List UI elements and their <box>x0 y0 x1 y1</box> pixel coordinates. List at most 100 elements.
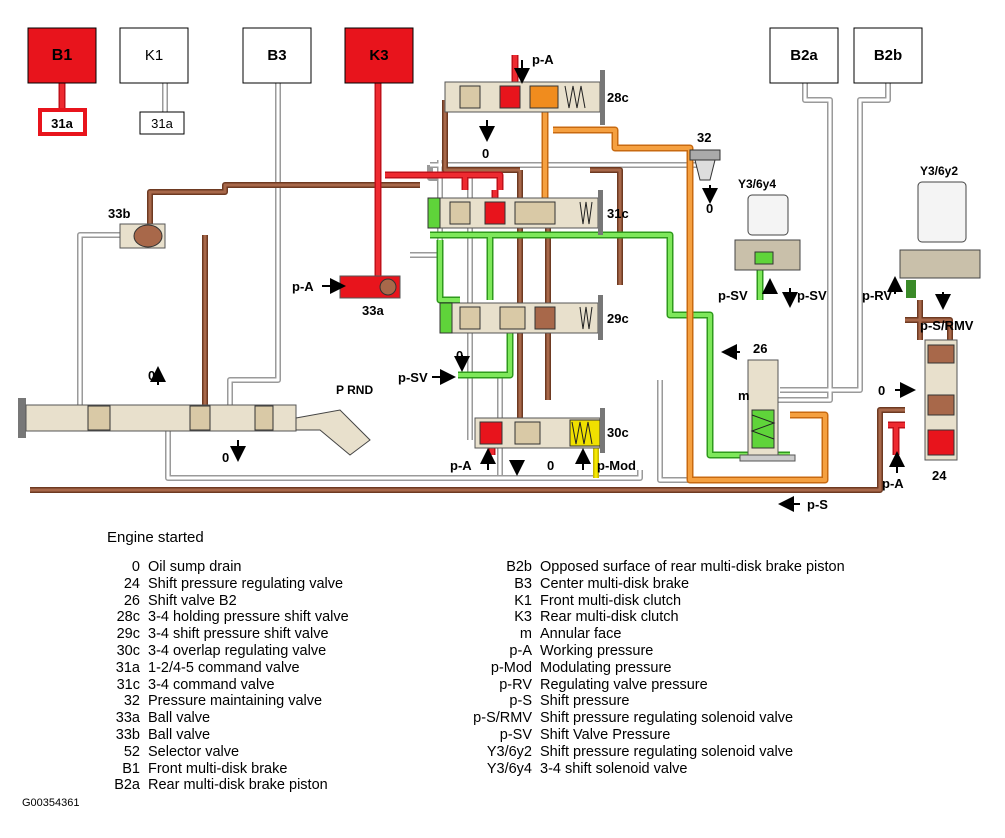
legend-description: 3-4 command valve <box>148 676 275 693</box>
legend-row: 28c 3-4 holding pressure shift valve <box>90 609 349 626</box>
valve-24 <box>924 339 958 461</box>
label-0-h: 0 <box>514 458 521 473</box>
legend-description: Annular face <box>540 626 622 643</box>
legend-description: Opposed surface of rear multi-disk brake… <box>540 559 845 575</box>
label-32: 32 <box>697 130 711 145</box>
legend-key: p-A <box>509 642 532 659</box>
legend-description: Shift Valve Pressure <box>540 726 671 743</box>
legend-right-column: B2b Opposed surface of rear multi-disk br… <box>440 559 845 778</box>
legend-key: 0 <box>131 559 140 575</box>
legend-key: 26 <box>123 592 140 609</box>
legend-description: Front multi-disk brake <box>148 760 288 777</box>
label-B3: B3 <box>267 47 286 64</box>
label-pSV-left: p-SV <box>398 370 428 385</box>
legend-key: 33b <box>115 726 140 743</box>
label-pA-24: p-A <box>882 476 904 491</box>
label-0-b: 0 <box>706 201 713 216</box>
legend-key: 32 <box>123 693 140 710</box>
valve-32 <box>689 149 721 181</box>
legend-key: p-Mod <box>490 659 532 676</box>
reference-code: G00354361 <box>22 797 80 809</box>
legend-description: Pressure maintaining valve <box>148 693 323 710</box>
legend-description: Working pressure <box>540 642 654 659</box>
legend-key: B2a <box>114 777 140 794</box>
legend-row: B2b Opposed surface of rear multi-disk br… <box>440 559 845 576</box>
label-29c: 29c <box>607 311 629 326</box>
label-pMod: p-Mod <box>597 458 636 473</box>
label-0-g: 0 <box>222 450 229 465</box>
legend-key: B2b <box>506 559 532 575</box>
diagram-labels: B1 31a K1 31a B3 K3 B2a B2b p-A 28c 0 32… <box>51 47 974 512</box>
legend-key: K3 <box>514 609 532 626</box>
legend-row: p-SV Shift Valve Pressure <box>440 727 845 744</box>
legend-key: 28c <box>116 609 140 626</box>
legend-row: B1 Front multi-disk brake <box>90 761 349 778</box>
legend-row: 32 Pressure maintaining valve <box>90 693 349 710</box>
valve-28c <box>444 70 605 125</box>
solenoid-y3-6y2 <box>899 181 981 298</box>
legend-description: 1-2/4-5 command valve <box>148 659 300 676</box>
legend-row: p-RV Regulating valve pressure <box>440 677 845 694</box>
ball-valve-33b <box>119 223 166 249</box>
legend-row: 29c 3-4 shift pressure shift valve <box>90 626 349 643</box>
legend-row: 0 Oil sump drain <box>90 559 349 576</box>
legend-description: 3-4 shift pressure shift valve <box>148 626 329 643</box>
label-pA-top: p-A <box>532 52 554 67</box>
ball-valve-33a <box>339 275 401 299</box>
legend-description: Regulating valve pressure <box>540 676 708 693</box>
legend-key: p-RV <box>499 676 532 693</box>
valve-29c <box>439 295 603 340</box>
label-pSV-b: p-SV <box>797 288 827 303</box>
label-K1: K1 <box>145 47 163 64</box>
label-y3-6y2: Y3/6y2 <box>920 164 958 178</box>
label-B2a: B2a <box>790 47 818 64</box>
label-pRV: p-RV <box>862 288 892 303</box>
label-K3: K3 <box>369 47 388 64</box>
label-y3-6y4: Y3/6y4 <box>738 177 776 191</box>
legend-description: Shift pressure regulating valve <box>148 575 344 592</box>
label-30c: 30c <box>607 425 629 440</box>
legend-key: 24 <box>123 575 140 592</box>
legend-row: Y3/6y2 Shift pressure regulating solenoid… <box>440 744 845 761</box>
label-m: m <box>738 388 750 403</box>
legend-row: 31c 3-4 command valve <box>90 677 349 694</box>
legend-row: m Annular face <box>440 626 845 643</box>
legend-key: 29c <box>116 626 140 643</box>
legend-key: B1 <box>122 760 140 777</box>
label-B1: B1 <box>52 47 73 64</box>
label-28c: 28c <box>607 90 629 105</box>
legend-row: 24 Shift pressure regulating valve <box>90 576 349 593</box>
legend-key: K1 <box>514 592 532 609</box>
legend-description: 3-4 shift solenoid valve <box>540 760 688 777</box>
legend-row: p-Mod Modulating pressure <box>440 660 845 677</box>
label-0-d: 0 <box>728 345 735 360</box>
label-pSV-a: p-SV <box>718 288 748 303</box>
legend-key: m <box>519 626 532 643</box>
legend-row: 26 Shift valve B2 <box>90 593 349 610</box>
label-33b: 33b <box>108 206 130 221</box>
legend-key: Y3/6y2 <box>486 743 532 760</box>
legend-description: Front multi-disk clutch <box>540 592 682 609</box>
legend-key: 31a <box>115 659 140 676</box>
legend-key: p-SV <box>499 726 532 743</box>
label-0-e: 0 <box>148 368 155 383</box>
legend-description: 3-4 overlap regulating valve <box>148 642 327 659</box>
legend-key: 31c <box>116 676 140 693</box>
legend-description: Modulating pressure <box>540 659 672 676</box>
legend-description: Shift valve B2 <box>148 592 237 609</box>
legend-description: 3-4 holding pressure shift valve <box>148 609 349 626</box>
hydraulic-circuit-diagram: B1 31a K1 31a B3 K3 B2a B2b p-A 28c 0 32… <box>18 27 981 512</box>
label-31c: 31c <box>607 206 629 221</box>
valve-26 <box>739 359 796 462</box>
legend-description: Shift pressure <box>540 693 630 710</box>
legend-description: Center multi-disk brake <box>540 575 690 592</box>
legend-description: Oil sump drain <box>148 559 242 575</box>
legend-description: Shift pressure regulating solenoid valve <box>540 743 794 760</box>
